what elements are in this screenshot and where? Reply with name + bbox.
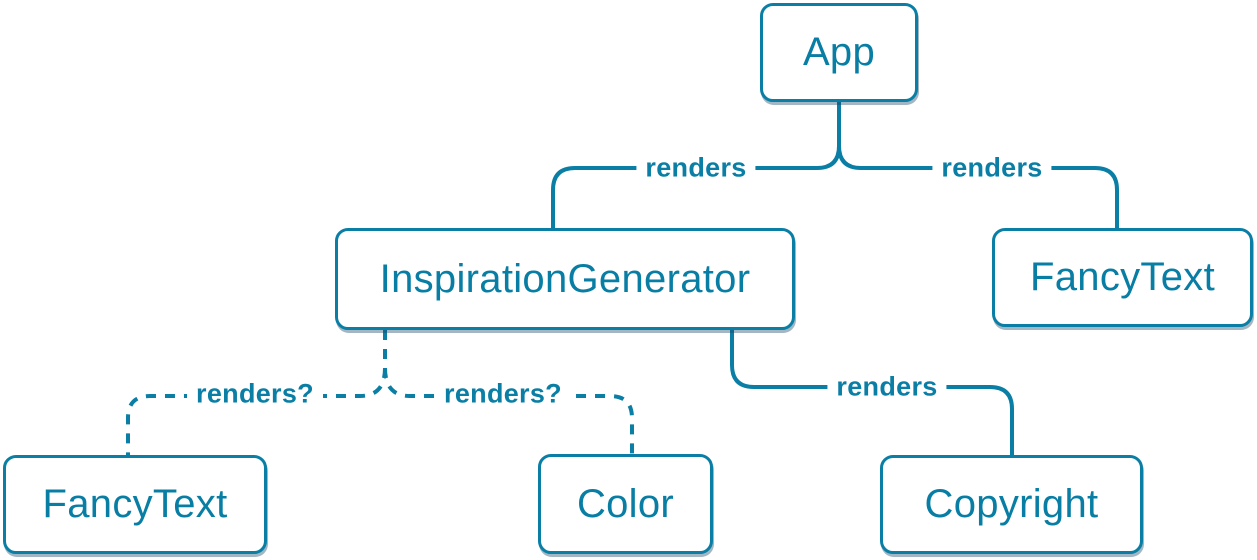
node-fancy-text-top: FancyText: [992, 228, 1253, 327]
node-fancy-text-top-label: FancyText: [1030, 255, 1215, 299]
node-fancy-text-bottom-label: FancyText: [42, 482, 228, 526]
node-copyright-label: Copyright: [924, 482, 1099, 526]
edge-label-inspirationgenerator-fancytext: renders?: [187, 376, 323, 412]
edge-inspirationgenerator-fancytext: [126, 367, 387, 455]
node-color: Color: [538, 454, 713, 554]
node-app-label: App: [802, 30, 876, 74]
node-color-label: Color: [576, 481, 675, 526]
node-inspiration-generator: InspirationGenerator: [335, 228, 795, 330]
edge-label-inspirationgenerator-color: renders?: [435, 376, 571, 412]
node-fancy-text-bottom: FancyText: [3, 455, 267, 554]
edge-label-app-inspirationgenerator: renders: [636, 150, 756, 186]
edge-app-inspirationgenerator: [551, 145, 841, 228]
node-app: App: [760, 3, 918, 102]
node-copyright: Copyright: [880, 455, 1143, 554]
edge-label-inspirationgenerator-copyright: renders: [827, 369, 947, 405]
edge-app-fancytext: [837, 145, 1119, 228]
edge-label-app-fancytext: renders: [932, 150, 1052, 186]
edge-inspirationgenerator-color: [383, 367, 634, 454]
node-inspiration-generator-label: InspirationGenerator: [379, 256, 751, 301]
